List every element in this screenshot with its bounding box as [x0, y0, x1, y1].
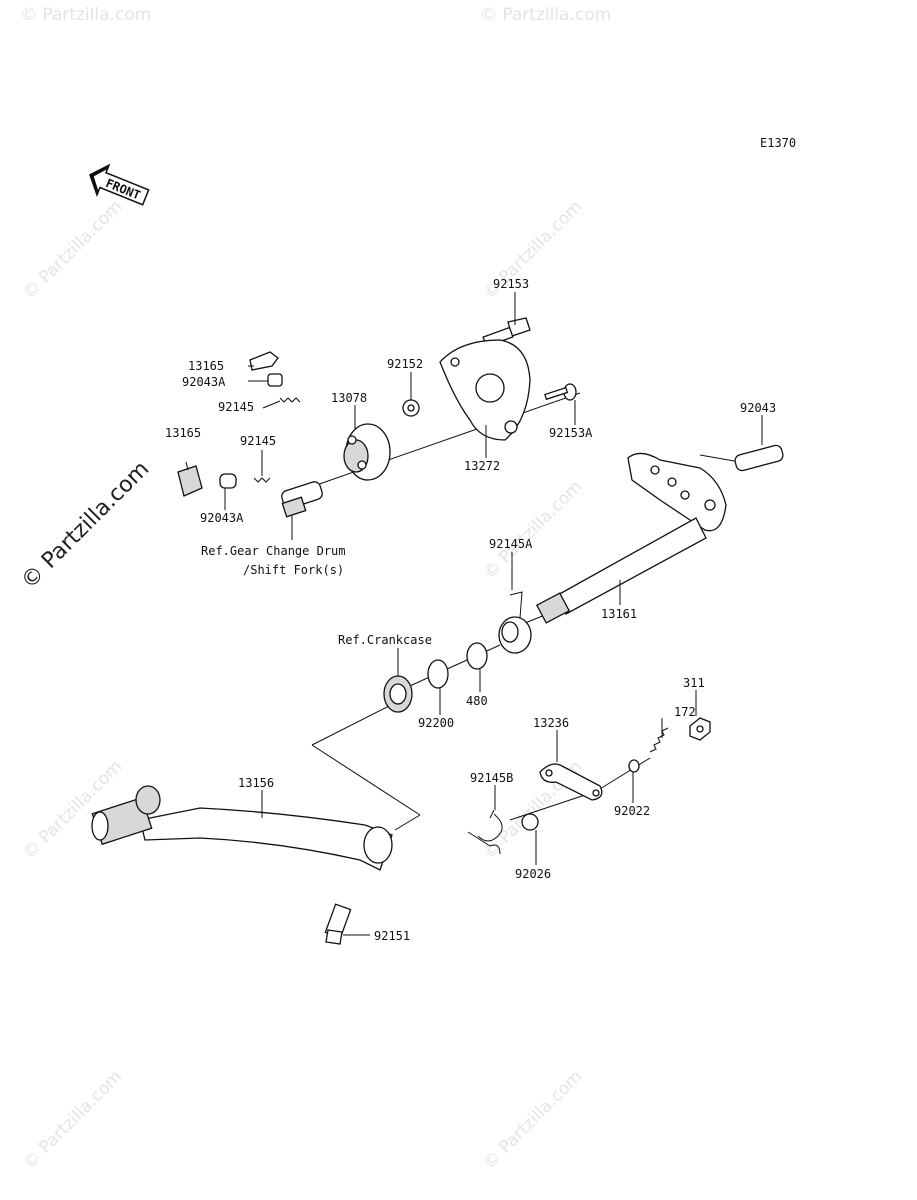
part-480-snap-ring[interactable]: [466, 642, 488, 670]
part-13156-pedal[interactable]: [91, 785, 393, 871]
callout-92043a-bottom[interactable]: 92043A: [200, 511, 244, 525]
part-92152-washer[interactable]: [402, 399, 420, 417]
part-172-stud[interactable]: [649, 727, 669, 753]
part-13161-shift-shaft[interactable]: [535, 452, 727, 624]
callout-92145a[interactable]: 92145A: [489, 537, 533, 551]
watermark: © Partzilla.com: [479, 1067, 586, 1174]
callout-92153[interactable]: 92153: [493, 277, 529, 291]
callout-92200[interactable]: 92200: [418, 716, 454, 730]
callout-13156[interactable]: 13156: [238, 776, 274, 790]
part-13165-top[interactable]: [249, 351, 279, 371]
callout-92153a[interactable]: 92153A: [549, 426, 593, 440]
watermark: © Partzilla.com: [20, 5, 151, 25]
part-13272-plate[interactable]: [439, 339, 531, 441]
part-92200-seal[interactable]: [427, 659, 449, 689]
watermark-prominent: © Partzilla.com: [17, 457, 155, 595]
part-92151-bolt[interactable]: [324, 903, 352, 945]
callout-92022[interactable]: 92022: [614, 804, 650, 818]
part-92145-top-spring[interactable]: [279, 397, 301, 403]
part-13078-cam[interactable]: [343, 423, 391, 481]
callout-13272[interactable]: 13272: [464, 459, 500, 473]
part-92043-pin[interactable]: [734, 444, 785, 472]
ref-gear-change-line1: Ref.Gear Change Drum: [201, 544, 346, 558]
gear-change-drum-ref: [281, 481, 323, 518]
callout-labels: 92153 13165 92152 92043A 92145 13078 921…: [165, 277, 776, 943]
callout-92151[interactable]: 92151: [374, 929, 410, 943]
watermark: © Partzilla.com: [19, 1067, 126, 1174]
watermark: © Partzilla.com: [480, 5, 611, 25]
callout-92145-top[interactable]: 92145: [218, 400, 254, 414]
callout-13165-left[interactable]: 13165: [165, 426, 201, 440]
part-311-nut[interactable]: [689, 717, 711, 741]
callout-92145b[interactable]: 92145B: [470, 771, 513, 785]
ref-crankcase: Ref.Crankcase: [338, 633, 432, 647]
callout-92026[interactable]: 92026: [515, 867, 551, 881]
watermark: © Partzilla.com: [479, 477, 586, 584]
part-92145b-spring[interactable]: [467, 809, 503, 855]
callout-13165-top[interactable]: 13165: [188, 359, 224, 373]
ref-gear-change-line2: /Shift Fork(s): [243, 563, 344, 577]
part-92043a-bottom-pin[interactable]: [219, 473, 237, 489]
part-92043a-top-pin[interactable]: [267, 373, 283, 387]
callout-92152[interactable]: 92152: [387, 357, 423, 371]
callout-13161[interactable]: 13161: [601, 607, 637, 621]
part-92153a-screw[interactable]: [544, 383, 577, 401]
callout-92145-mid[interactable]: 92145: [240, 434, 276, 448]
callout-13078[interactable]: 13078: [331, 391, 367, 405]
leader-lines: [185, 292, 763, 936]
callout-311[interactable]: 311: [683, 676, 705, 690]
part-13236-link[interactable]: [539, 763, 603, 801]
callout-172[interactable]: 172: [674, 705, 696, 719]
part-13165-left[interactable]: [177, 465, 203, 497]
diagram-code: E1370: [760, 136, 796, 150]
part-92145a-spring[interactable]: [498, 591, 532, 654]
callout-92043a-top[interactable]: 92043A: [182, 375, 226, 389]
callout-13236[interactable]: 13236: [533, 716, 569, 730]
watermark: © Partzilla.com: [19, 197, 126, 304]
crankcase-ref-bearing: [383, 675, 413, 713]
part-92145-mid-spring[interactable]: [253, 477, 271, 483]
part-92022-washer[interactable]: [628, 759, 640, 773]
callout-92043[interactable]: 92043: [740, 401, 776, 415]
callout-480[interactable]: 480: [466, 694, 488, 708]
part-92026-washer[interactable]: [521, 813, 539, 831]
